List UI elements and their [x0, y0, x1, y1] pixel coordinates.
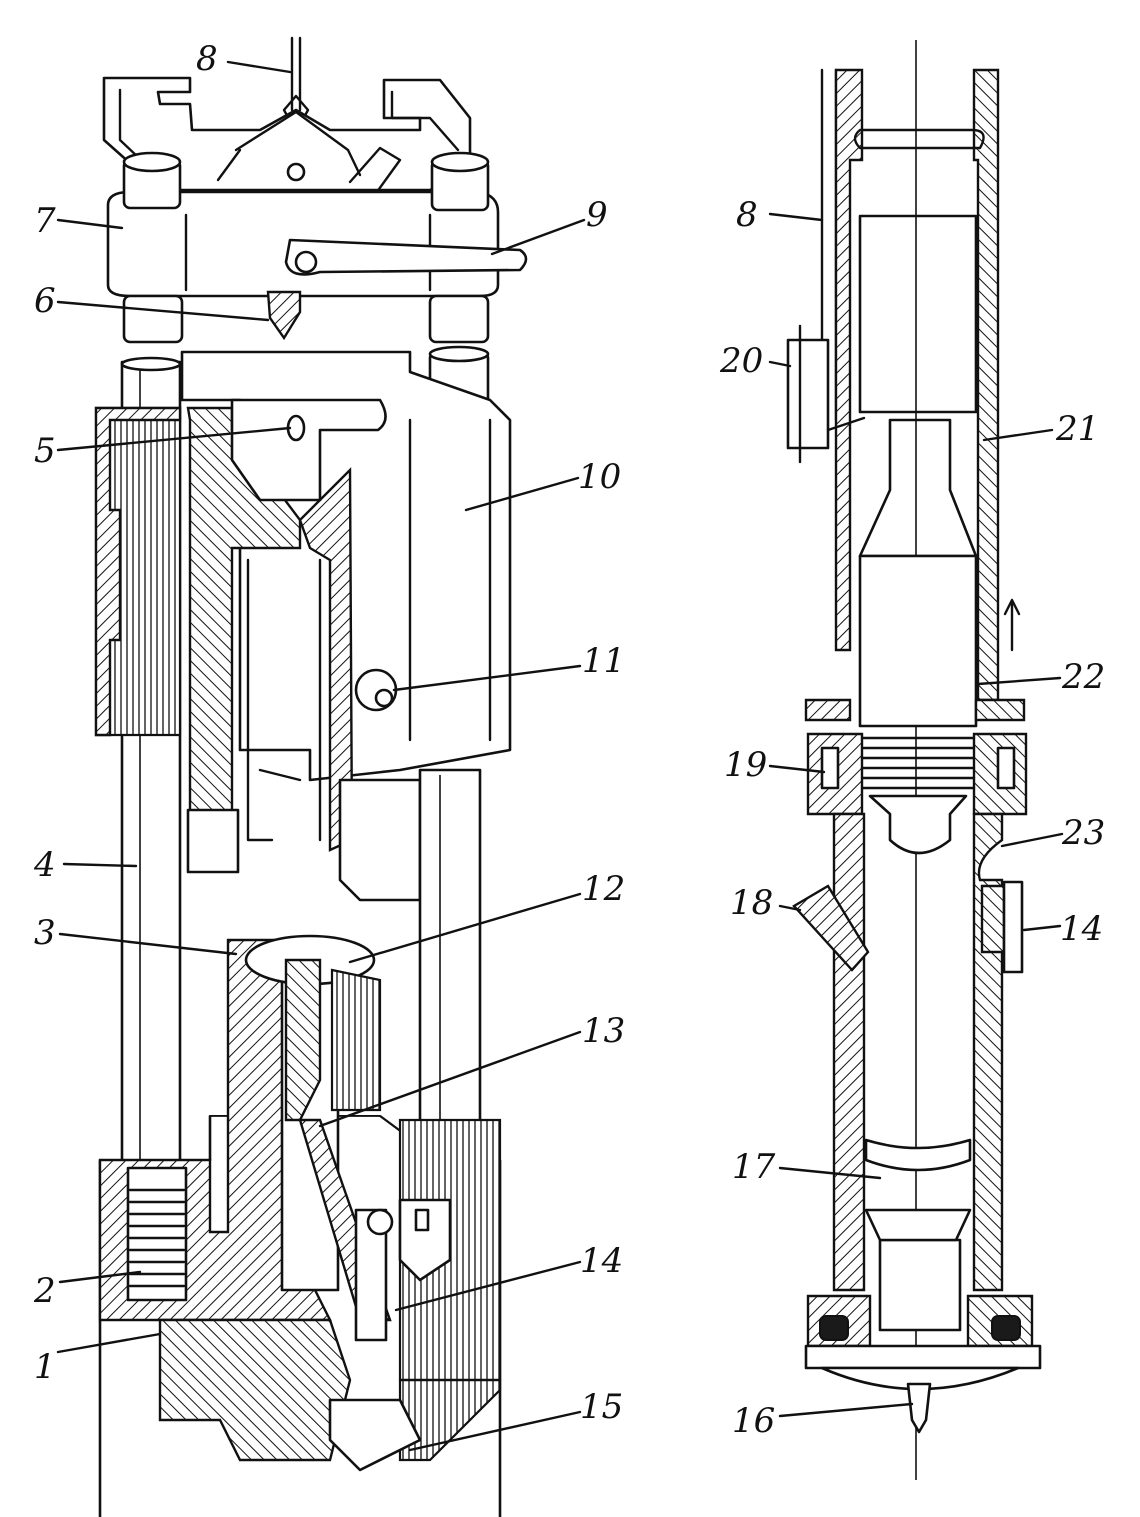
- cylinder-21: [834, 40, 1000, 1480]
- label-3: 3: [34, 913, 56, 953]
- right-assembly: [786, 40, 1042, 1480]
- barrel-17: [792, 812, 1024, 1332]
- label-r8: 8: [736, 195, 758, 235]
- label-13: 13: [582, 1011, 625, 1051]
- label-5: 5: [34, 431, 56, 471]
- label-r16: 16: [732, 1401, 775, 1441]
- label-r22: 22: [1061, 657, 1105, 697]
- left-assembly: [94, 36, 528, 1517]
- label-4: 4: [33, 845, 56, 885]
- piston-22: [804, 554, 1028, 855]
- label-10: 10: [578, 457, 621, 497]
- label-11: 11: [582, 641, 625, 681]
- label-r21: 21: [1055, 409, 1099, 449]
- label-r17: 17: [732, 1147, 776, 1187]
- label-6: 6: [34, 281, 56, 321]
- bracket-20: [786, 324, 866, 464]
- thread-2: [128, 1188, 186, 1288]
- lever-9: [266, 238, 528, 341]
- label-r23: 23: [1061, 813, 1105, 853]
- label-12: 12: [582, 869, 625, 909]
- label-9: 9: [586, 195, 608, 235]
- shoe-16: [804, 1294, 1042, 1434]
- leaders-right: [768, 212, 1064, 1418]
- slide-block: [186, 768, 482, 1162]
- label-1: 1: [34, 1347, 56, 1387]
- label-14: 14: [580, 1241, 623, 1281]
- casing-10: [94, 350, 512, 852]
- label-r20: 20: [719, 341, 763, 381]
- cylinder-block: [98, 934, 502, 1517]
- label-15: 15: [580, 1387, 623, 1427]
- label-r19: 19: [724, 745, 767, 785]
- leaders-left: [56, 60, 586, 1452]
- labels-right: 8 14 16 17 18 19 20 21 22 23: [719, 195, 1105, 1441]
- label-r18: 18: [730, 883, 773, 923]
- label-2: 2: [33, 1271, 56, 1311]
- label-7: 7: [34, 201, 56, 241]
- labels-left: 1 2 3 4 5 6 7 8 9 10 11 12 13 14 15: [33, 39, 625, 1427]
- label-8: 8: [196, 39, 218, 79]
- label-r14: 14: [1060, 909, 1103, 949]
- crosshead-frame: [102, 76, 472, 198]
